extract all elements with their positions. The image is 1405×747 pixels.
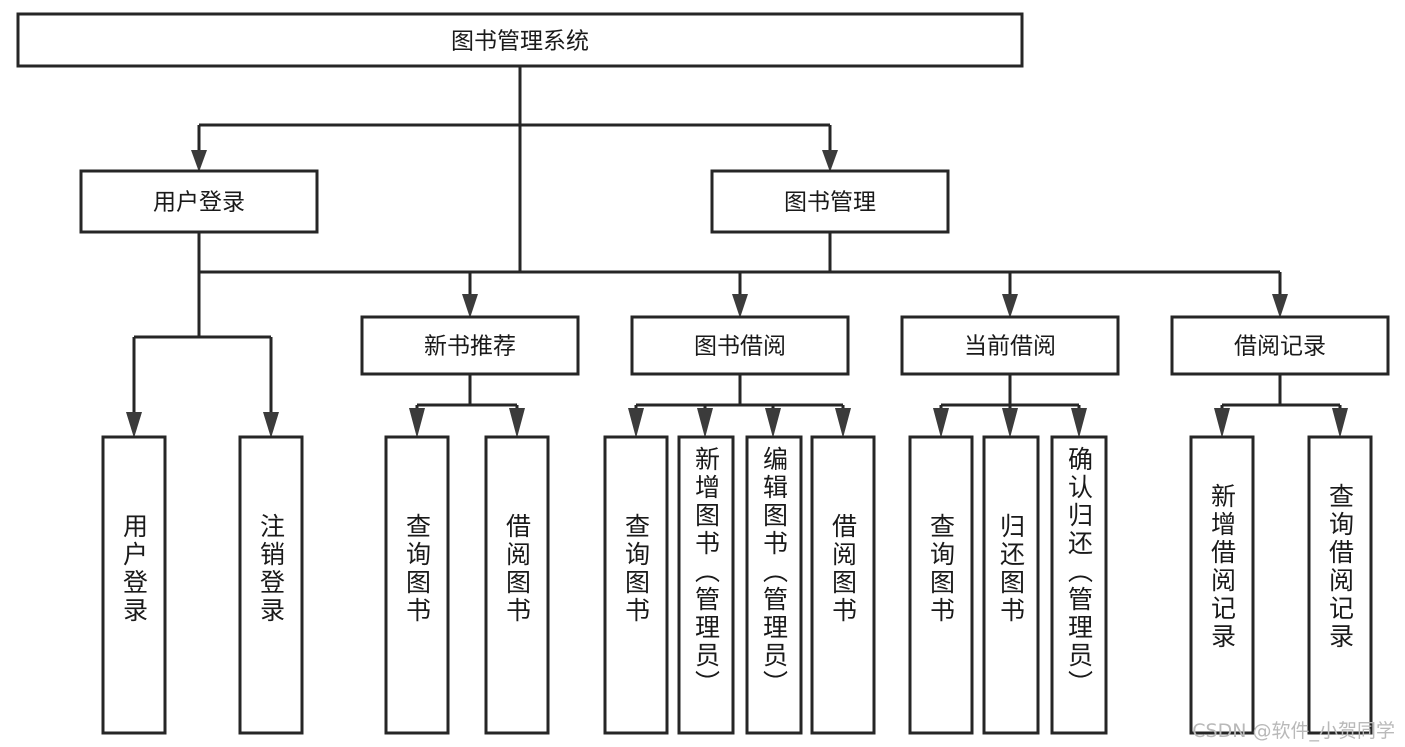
node-book-borrow[interactable] [630, 315, 850, 376]
node-new-book-recommend-label: 新书推荐 [424, 334, 516, 360]
node-leaf-borrow-book-2[interactable] [810, 435, 876, 735]
node-leaf-query-book-2[interactable] [603, 435, 669, 735]
arrow-head-leaf-borrow-book-2 [835, 408, 851, 438]
arrow-head-book-manage [822, 150, 838, 172]
node-leaf-edit-book[interactable] [745, 435, 803, 735]
node-leaf-borrow-book-1[interactable] [484, 435, 550, 735]
node-book-manage-label: 图书管理 [784, 190, 876, 216]
node-leaf-query-book-3[interactable] [908, 435, 974, 735]
node-leaf-user-login[interactable] [101, 435, 167, 735]
arrow-head-new-book-recommend [462, 294, 478, 318]
arrow-head-leaf-query-book-3 [933, 408, 949, 438]
arrow-head-leaf-return-book [1002, 408, 1018, 438]
node-leaf-confirm-return[interactable] [1050, 435, 1108, 735]
node-leaf-query-book-1[interactable] [384, 435, 450, 735]
arrow-head-current-borrow [1002, 294, 1018, 318]
arrow-head-leaf-edit-book [765, 408, 781, 438]
arrow-head-leaf-add-book [697, 408, 713, 438]
node-root-label: 图书管理系统 [451, 29, 589, 55]
node-new-book-recommend[interactable] [360, 315, 580, 376]
arrow-head-leaf-borrow-book-1 [509, 408, 525, 438]
arrow-head-leaf-query-book-2 [628, 408, 644, 438]
arrow-head-borrow-record [1272, 294, 1288, 318]
arrow-head-user-login [191, 150, 207, 172]
node-root[interactable] [16, 12, 1024, 68]
node-user-login[interactable] [79, 169, 319, 234]
node-book-manage[interactable] [710, 169, 950, 234]
node-book-borrow-label: 图书借阅 [694, 334, 786, 360]
arrow-head-leaf-confirm-return [1071, 408, 1087, 438]
node-leaf-query-record[interactable] [1307, 435, 1373, 735]
node-leaf-user-logout[interactable] [238, 435, 304, 735]
node-borrow-record-label: 借阅记录 [1234, 334, 1326, 360]
node-borrow-record[interactable] [1170, 315, 1390, 376]
node-current-borrow[interactable] [900, 315, 1120, 376]
arrow-head-leaf-user-logout [263, 412, 279, 438]
node-leaf-return-book[interactable] [982, 435, 1040, 735]
node-leaf-add-record[interactable] [1189, 435, 1255, 735]
arrow-head-leaf-query-book-1 [409, 408, 425, 438]
node-leaf-add-book[interactable] [677, 435, 735, 735]
arrow-head-leaf-add-record [1214, 408, 1230, 438]
node-user-login-label: 用户登录 [153, 190, 245, 216]
arrow-head-book-borrow [732, 294, 748, 318]
arrow-head-leaf-query-record [1332, 408, 1348, 438]
arrow-head-leaf-user-login [126, 412, 142, 438]
watermark-text: CSDN @软件_小贺同学 [1192, 720, 1395, 742]
node-current-borrow-label: 当前借阅 [964, 334, 1056, 360]
